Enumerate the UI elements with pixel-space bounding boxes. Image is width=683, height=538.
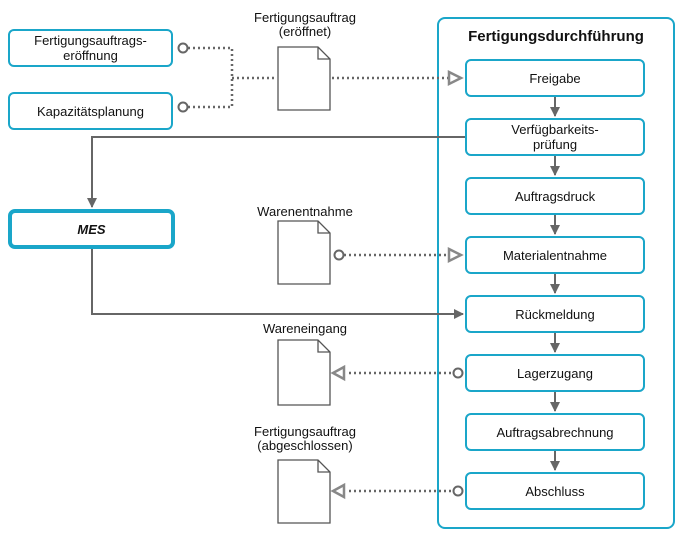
input-dotted-lines: [188, 46, 456, 493]
connector-circles: [177, 42, 464, 497]
step-goods-receipt[interactable]: Lagerzugang: [465, 354, 645, 392]
step-material-withdrawal[interactable]: Materialentnahme: [465, 236, 645, 274]
step-availability-check[interactable]: Verfügbarkeits- prüfung: [465, 118, 645, 156]
doc-label-order-closed: Fertigungsauftrag (abgeschlossen): [254, 424, 356, 453]
step-order-print[interactable]: Auftragsdruck: [465, 177, 645, 215]
doc-label-goods-receipt: Wareneingang: [262, 321, 348, 336]
capacity-planning-box[interactable]: Kapazitätsplanung: [8, 92, 173, 130]
document-icon-goods-issue: [277, 220, 331, 285]
step-completion[interactable]: Abschluss: [465, 472, 645, 510]
step-confirmation[interactable]: Rückmeldung: [465, 295, 645, 333]
order-opening-box[interactable]: Fertigungsauftrags- eröffnung: [8, 29, 173, 67]
hollow-arrowheads: [330, 69, 464, 500]
document-icon-goods-receipt: [277, 339, 331, 406]
mes-box[interactable]: MES: [8, 209, 175, 249]
doc-label-order-opened: Fertigungsauftrag (eröffnet): [254, 10, 356, 39]
step-release[interactable]: Freigabe: [465, 59, 645, 97]
step-order-settlement[interactable]: Auftragsabrechnung: [465, 413, 645, 451]
doc-label-goods-issue: Warenentnahme: [257, 204, 353, 219]
mes-connectors: [87, 136, 465, 319]
document-icon-order-closed: [277, 459, 331, 524]
group-title: Fertigungsdurchführung: [468, 28, 644, 45]
document-icon-order-opened: [277, 46, 331, 111]
